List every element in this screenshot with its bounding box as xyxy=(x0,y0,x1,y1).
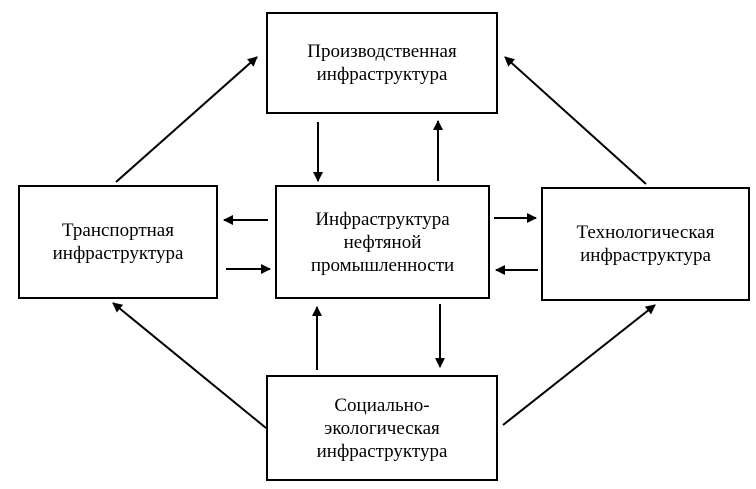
node-social-label: Социально- экологическая инфраструктура xyxy=(316,394,448,462)
arrow-transport-to-production xyxy=(115,56,258,183)
node-production-label: Производственная инфраструктура xyxy=(307,41,457,85)
node-oil-industry-infrastructure: Инфраструктура нефтяной промышленности xyxy=(275,185,490,299)
node-social-ecological-infrastructure: Социально- экологическая инфраструктура xyxy=(266,375,498,481)
arrow-technological-to-production xyxy=(504,56,647,185)
arrow-social-to-technological xyxy=(502,304,656,426)
node-transport-label: Транспортная инфраструктура xyxy=(52,220,184,264)
node-transport-infrastructure: Транспортная инфраструктура xyxy=(18,185,218,299)
arrow-social-to-transport xyxy=(112,302,267,429)
node-central-label: Инфраструктура нефтяной промышленности xyxy=(310,208,455,276)
node-technological-infrastructure: Технологическая инфраструктура xyxy=(541,187,750,301)
node-production-infrastructure: Производственная инфраструктура xyxy=(266,12,498,114)
node-technological-label: Технологическая инфраструктура xyxy=(576,222,715,266)
